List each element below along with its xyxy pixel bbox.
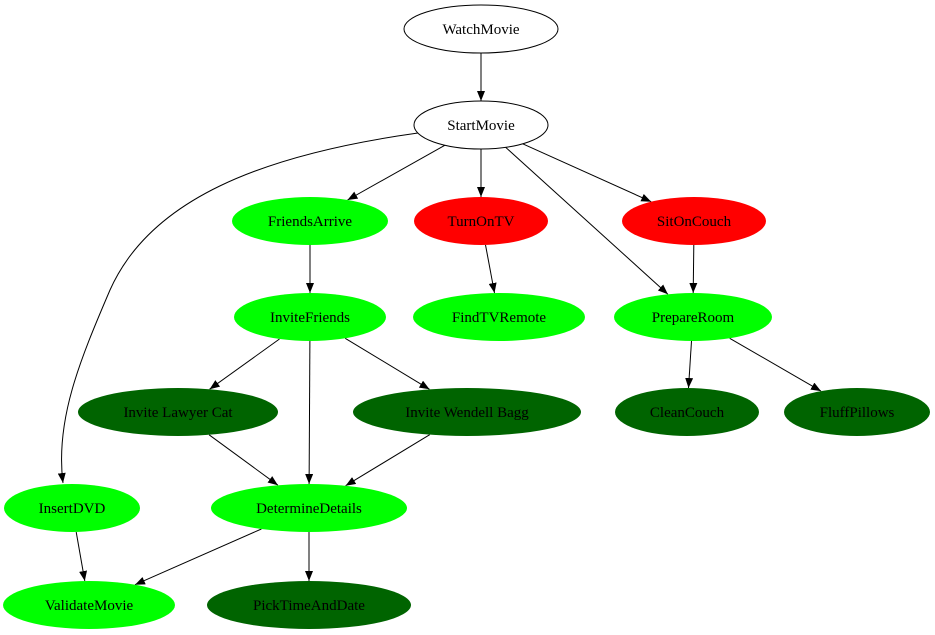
sit-on-couch-ellipse [622, 197, 766, 245]
node-prepare-room: PrepareRoom [614, 293, 772, 341]
edge-start-movie-to-prepare-room [505, 146, 669, 295]
edge-start-movie-to-friends-arrive [347, 144, 446, 201]
fluff-pillows-ellipse [784, 388, 930, 436]
pick-time-and-date-ellipse [207, 581, 411, 629]
insert-dvd-ellipse [4, 484, 140, 532]
edge-turn-on-tv-to-find-tv-remote [485, 244, 497, 294]
find-tv-remote-ellipse [413, 293, 585, 341]
node-invite-wendell-bagg: Invite Wendell Bagg [353, 388, 581, 436]
sit-on-couch-label: SitOnCouch [657, 214, 732, 230]
invite-lawyer-cat-ellipse [78, 388, 278, 436]
determine-details-label: DetermineDetails [256, 501, 362, 517]
friends-arrive-ellipse [232, 197, 388, 245]
node-sit-on-couch: SitOnCouch [622, 197, 766, 245]
edge-start-movie-to-sit-on-couch [522, 143, 652, 203]
edge-invite-wendell-bagg-to-determine-details [345, 434, 430, 487]
node-pick-time-and-date: PickTimeAndDate [207, 581, 411, 629]
insert-dvd-label: InsertDVD [39, 501, 106, 517]
node-watch-movie: WatchMovie [403, 4, 559, 54]
edge-invite-friends-to-invite-lawyer-cat [209, 338, 280, 390]
validate-movie-ellipse [3, 581, 175, 629]
determine-details-ellipse [211, 484, 407, 532]
node-determine-details: DetermineDetails [211, 484, 407, 532]
fluff-pillows-label: FluffPillows [820, 405, 895, 421]
invite-friends-label: InviteFriends [270, 310, 350, 326]
validate-movie-label: ValidateMovie [45, 598, 134, 614]
watch-movie-label: WatchMovie [442, 22, 519, 38]
edge-sit-on-couch-to-prepare-room [689, 244, 698, 294]
node-turn-on-tv: TurnOnTV [414, 197, 548, 245]
pick-time-and-date-label: PickTimeAndDate [253, 598, 365, 614]
friends-arrive-label: FriendsArrive [268, 214, 352, 230]
start-movie-label: StartMovie [447, 118, 515, 134]
invite-wendell-bagg-ellipse [353, 388, 581, 436]
invite-wendell-bagg-label: Invite Wendell Bagg [405, 405, 529, 421]
edge-start-movie-to-insert-dvd [57, 132, 419, 484]
edge-invite-friends-to-invite-wendell-bagg [344, 337, 430, 390]
turn-on-tv-label: TurnOnTV [448, 214, 515, 230]
node-clean-couch: CleanCouch [615, 388, 759, 436]
edge-prepare-room-to-clean-couch [685, 340, 694, 389]
invite-friends-ellipse [234, 293, 386, 341]
node-start-movie: StartMovie [413, 100, 549, 150]
edge-insert-dvd-to-validate-movie [75, 531, 88, 582]
watch-movie-ellipse [403, 4, 559, 54]
edges-layer [57, 53, 822, 586]
node-invite-friends: InviteFriends [234, 293, 386, 341]
node-validate-movie: ValidateMovie [3, 581, 175, 629]
node-find-tv-remote: FindTVRemote [413, 293, 585, 341]
node-fluff-pillows: FluffPillows [784, 388, 930, 436]
prepare-room-label: PrepareRoom [652, 310, 735, 326]
node-invite-lawyer-cat: Invite Lawyer Cat [78, 388, 278, 436]
clean-couch-ellipse [615, 388, 759, 436]
edge-prepare-room-to-fluff-pillows [729, 337, 822, 392]
edge-invite-friends-to-determine-details [305, 340, 314, 485]
find-tv-remote-label: FindTVRemote [452, 310, 547, 326]
node-friends-arrive: FriendsArrive [232, 197, 388, 245]
prepare-room-ellipse [614, 293, 772, 341]
invite-lawyer-cat-label: Invite Lawyer Cat [123, 405, 233, 421]
edge-determine-details-to-validate-movie [134, 528, 262, 586]
turn-on-tv-ellipse [414, 197, 548, 245]
node-insert-dvd: InsertDVD [4, 484, 140, 532]
edge-invite-lawyer-cat-to-determine-details [208, 434, 279, 486]
clean-couch-label: CleanCouch [650, 405, 725, 421]
start-movie-ellipse [413, 100, 549, 150]
